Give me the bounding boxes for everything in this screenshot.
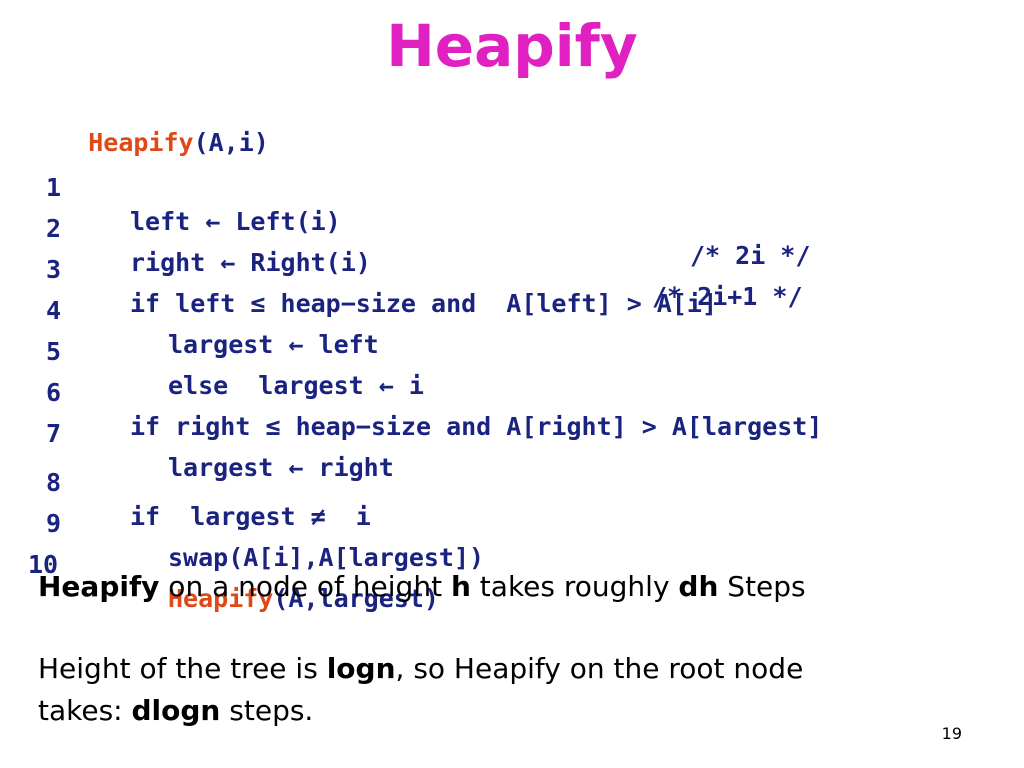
- note-text: , so Heapify on the root node: [395, 652, 804, 685]
- line-number: 3: [46, 255, 62, 284]
- code-header: Heapify(A,i): [28, 92, 269, 157]
- note-text: on a node of height: [159, 570, 451, 603]
- code-line-9: 9 swap(A[i],A[largest]): [28, 473, 1008, 572]
- code-line-8: 8 if largest ≠ i: [28, 432, 1008, 531]
- code-comment: /* 2i */: [690, 241, 811, 270]
- slide-title: Heapify: [386, 12, 638, 80]
- code-text: swap(A[i],A[largest]): [168, 543, 485, 572]
- code-text: largest ← right: [168, 453, 394, 482]
- page-number: 19: [941, 724, 962, 743]
- code-line-10: 10 Heapify(A,largest): [28, 514, 1008, 613]
- line-number: 5: [46, 337, 62, 366]
- line-number: 6: [46, 378, 62, 407]
- note-bold-term: logn: [326, 652, 396, 685]
- note-bold-term: dlogn: [131, 694, 221, 727]
- code-text: Heapify(A,largest): [168, 582, 439, 616]
- line-number: 7: [46, 419, 62, 448]
- function-args: (A,i): [193, 128, 269, 157]
- code-line-5: 5 else largest ← i: [28, 301, 1008, 400]
- code-line-1: 1 left ← Left(i) /* 2i */: [28, 137, 1008, 270]
- recursive-call-args: (A,largest): [273, 584, 439, 613]
- code-line-7: 7 largest ← right: [28, 383, 1008, 482]
- code-line-2: 2 right ← Right(i) /* 2i+1 */: [28, 178, 1008, 311]
- note-text: Steps: [718, 570, 806, 603]
- line-number: 1: [46, 173, 62, 202]
- note-text: takes:: [38, 694, 132, 727]
- note-text: steps.: [220, 694, 314, 727]
- code-text: right ← Right(i): [130, 248, 371, 277]
- code-text: else largest ← i: [168, 371, 424, 400]
- line-number: 8: [46, 468, 62, 497]
- code-text: if right ≤ heap−size and A[right] > A[la…: [130, 412, 823, 441]
- note-bold-term: h: [450, 570, 471, 603]
- code-text: largest ← left: [168, 330, 379, 359]
- note-text: Height of the tree is: [38, 652, 327, 685]
- note-bold-term: Heapify: [38, 570, 160, 603]
- code-comment: /* 2i+1 */: [652, 282, 803, 311]
- code-text: if left ≤ heap−size and A[left] > A[i]: [130, 289, 717, 318]
- line-number: 10: [28, 550, 59, 579]
- code-text: left ← Left(i): [130, 207, 341, 236]
- note-total-steps: takes: dlogn steps.: [38, 694, 313, 727]
- code-line-3: 3 if left ≤ heap−size and A[left] > A[i]: [28, 219, 1008, 318]
- code-line-4: 4 largest ← left: [28, 260, 1008, 359]
- line-number: 2: [46, 214, 62, 243]
- line-number: 9: [46, 509, 62, 538]
- note-height-steps: Heapify on a node of height h takes roug…: [38, 570, 806, 603]
- line-number: 4: [46, 296, 62, 325]
- recursive-call-name: Heapify: [168, 584, 274, 613]
- note-bold-term: dh: [678, 570, 719, 603]
- code-line-6: 6 if right ≤ heap−size and A[right] > A[…: [28, 342, 1008, 441]
- code-text: if largest ≠ i: [130, 502, 371, 531]
- note-tree-height: Height of the tree is logn, so Heapify o…: [38, 652, 803, 685]
- note-text: takes roughly: [470, 570, 679, 603]
- function-name: Heapify: [88, 128, 194, 157]
